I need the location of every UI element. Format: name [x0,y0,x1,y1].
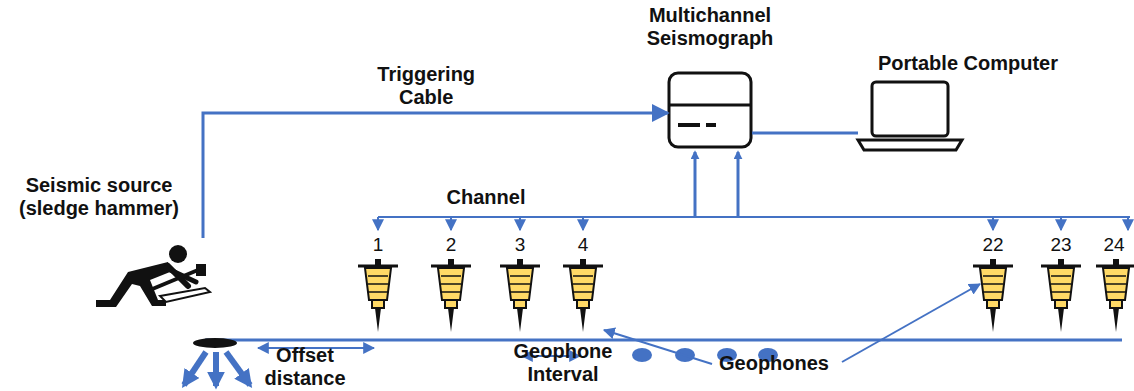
channel-arrow [1060,217,1062,230]
seismograph-icon [669,73,751,147]
dimension-label: Offset distance [250,344,360,390]
laptop: Portable Computer [858,80,962,150]
node-heading: Multichannel Seismograph [638,4,782,50]
ground-line [205,339,1122,342]
channel-number: 22 [973,234,1013,256]
channel-number: 4 [568,234,598,256]
channel-arrow [582,217,584,230]
node-heading: Portable Computer [878,52,1108,75]
strike-plate [193,338,237,348]
geophone-symbol [431,259,471,332]
channel-number: 24 [1096,234,1132,256]
leader-line [604,330,712,364]
leader-line [842,284,980,362]
geophone-symbol [1041,259,1081,332]
cable-label: Triggering Cable [356,63,496,109]
node-heading: Seismic source (sledge hammer) [4,174,194,220]
dimension-label: Geophone Interval [498,340,628,386]
channel-number: 3 [505,234,535,256]
bus-label: Channel [436,186,536,209]
channel-arrow [992,217,994,230]
seismic-source: Seismic source (sledge hammer) [88,238,206,318]
geophone-symbol [1096,259,1134,332]
cable-connector [752,132,858,135]
channel-arrows [378,217,1128,230]
seismograph: Multichannel Seismograph [668,72,752,148]
geophones [358,259,1134,332]
channel-arrow [377,217,379,230]
channel-number: 23 [1041,234,1081,256]
geophone-symbol [563,259,603,332]
channel-arrow [519,217,521,230]
channel-bus [378,152,1130,217]
geophone-symbol [358,259,398,332]
channel-arrow [450,217,452,230]
channel-number: 2 [436,234,466,256]
channel-arrow [1127,217,1129,230]
dimension-label: Geophones [706,352,842,375]
cable-connector [203,113,668,238]
geophone-symbol [973,259,1013,332]
person-hammer [96,245,210,307]
laptop-icon [858,82,962,150]
geophone-symbol [500,259,540,332]
wave-arrows [184,352,250,386]
channel-number: 1 [363,234,393,256]
